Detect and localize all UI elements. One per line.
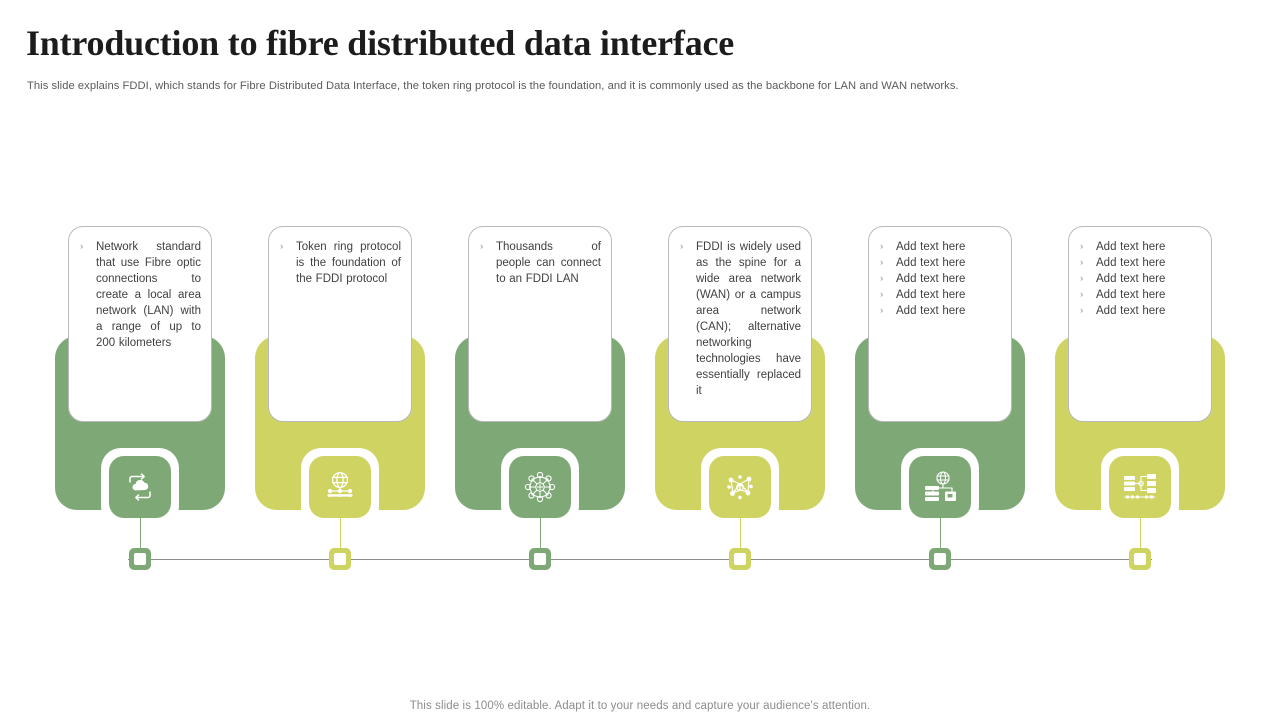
connector-stem bbox=[339, 518, 341, 559]
list-item[interactable]: › Add text here bbox=[878, 287, 1001, 303]
chevron-right-icon: › bbox=[80, 241, 84, 252]
timeline-marker-6[interactable] bbox=[1129, 548, 1151, 570]
icon-badge-3[interactable] bbox=[509, 456, 571, 518]
icon-badge-6[interactable] bbox=[1109, 456, 1171, 518]
text-card[interactable]: › Thousands of people can connect to an F… bbox=[468, 226, 612, 422]
list-item[interactable]: › Add text here bbox=[1078, 239, 1201, 255]
connector-stem bbox=[1139, 518, 1141, 559]
list-item[interactable]: › FDDI is widely used as the spine for a … bbox=[678, 239, 801, 399]
list-item-label: Add text here bbox=[896, 241, 966, 253]
chevron-right-icon: › bbox=[1080, 289, 1084, 300]
timeline-marker-core bbox=[1134, 553, 1146, 565]
text-card[interactable]: › Token ring protocol is the foundation o… bbox=[268, 226, 412, 422]
list-item-label: Thousands of people can connect to an FD… bbox=[496, 241, 601, 285]
process-column-3[interactable]: › Thousands of people can connect to an F… bbox=[440, 0, 640, 720]
timeline-marker-core bbox=[134, 553, 146, 565]
process-column-1[interactable]: › Network standard that use Fibre optic c… bbox=[40, 0, 240, 720]
chevron-right-icon: › bbox=[880, 289, 884, 300]
list-item[interactable]: › Add text here bbox=[1078, 271, 1201, 287]
process-column-5[interactable]: › Add text here › Add text here › Add text he… bbox=[840, 0, 1040, 720]
list-item-label: Add text here bbox=[896, 305, 966, 317]
icon-badge-5[interactable] bbox=[909, 456, 971, 518]
list-item-label: Add text here bbox=[1096, 289, 1166, 301]
timeline-marker-core bbox=[534, 553, 546, 565]
node-cluster-icon bbox=[723, 470, 757, 504]
list-item[interactable]: › Add text here bbox=[878, 303, 1001, 319]
list-item[interactable]: › Token ring protocol is the foundation o… bbox=[278, 239, 401, 287]
timeline-marker-4[interactable] bbox=[729, 548, 751, 570]
list-item[interactable]: › Network standard that use Fibre optic c… bbox=[78, 239, 201, 351]
list-item-label: Add text here bbox=[1096, 273, 1166, 285]
text-card[interactable]: › Network standard that use Fibre optic c… bbox=[68, 226, 212, 422]
chevron-right-icon: › bbox=[280, 241, 284, 252]
text-card[interactable]: › Add text here › Add text here › Add text he… bbox=[868, 226, 1012, 422]
globe-network-icon bbox=[322, 469, 358, 505]
chevron-right-icon: › bbox=[680, 241, 684, 252]
chevron-right-icon: › bbox=[880, 273, 884, 284]
chevron-right-icon: › bbox=[1080, 305, 1084, 316]
chevron-right-icon: › bbox=[1080, 241, 1084, 252]
connector-stem bbox=[539, 518, 541, 559]
cloud-sync-icon bbox=[123, 470, 157, 504]
timeline-marker-2[interactable] bbox=[329, 548, 351, 570]
timeline-marker-core bbox=[934, 553, 946, 565]
list-item-label: Add text here bbox=[896, 273, 966, 285]
timeline-marker-core bbox=[734, 553, 746, 565]
icon-badge-2[interactable] bbox=[309, 456, 371, 518]
timeline-marker-1[interactable] bbox=[129, 548, 151, 570]
text-card[interactable]: › Add text here › Add text here › Add text he… bbox=[1068, 226, 1212, 422]
list-item[interactable]: › Add text here bbox=[1078, 287, 1201, 303]
timeline-marker-5[interactable] bbox=[929, 548, 951, 570]
list-item-label: Add text here bbox=[1096, 241, 1166, 253]
list-item[interactable]: › Add text here bbox=[1078, 255, 1201, 271]
chevron-right-icon: › bbox=[1080, 273, 1084, 284]
list-item-label: FDDI is widely used as the spine for a w… bbox=[696, 241, 801, 397]
server-globe-icon bbox=[921, 469, 959, 505]
footer-note: This slide is 100% editable. Adapt it to… bbox=[409, 700, 871, 712]
connector-stem bbox=[739, 518, 741, 559]
list-item-label: Add text here bbox=[896, 257, 966, 269]
list-item[interactable]: › Add text here bbox=[878, 255, 1001, 271]
list-item[interactable]: › Add text here bbox=[1078, 303, 1201, 319]
timeline-marker-core bbox=[334, 553, 346, 565]
process-column-4[interactable]: › FDDI is widely used as the spine for a … bbox=[640, 0, 840, 720]
process-column-6[interactable]: › Add text here › Add text here › Add text he… bbox=[1040, 0, 1240, 720]
list-item-label: Add text here bbox=[1096, 305, 1166, 317]
connector-stem bbox=[939, 518, 941, 559]
chevron-right-icon: › bbox=[880, 257, 884, 268]
connector-stem bbox=[139, 518, 141, 559]
list-item-label: Add text here bbox=[896, 289, 966, 301]
chevron-right-icon: › bbox=[880, 241, 884, 252]
page-title: Introduction to fibre distributed data i… bbox=[26, 23, 735, 63]
list-item-label: Network standard that use Fibre optic co… bbox=[96, 241, 201, 349]
list-item[interactable]: › Add text here bbox=[878, 239, 1001, 255]
server-rack-network-icon bbox=[1121, 470, 1159, 504]
process-column-2[interactable]: › Token ring protocol is the foundation o… bbox=[240, 0, 440, 720]
mesh-topology-icon bbox=[521, 468, 559, 506]
timeline-rail bbox=[128, 558, 1152, 560]
icon-badge-4[interactable] bbox=[709, 456, 771, 518]
chevron-right-icon: › bbox=[880, 305, 884, 316]
list-item-label: Add text here bbox=[1096, 257, 1166, 269]
icon-badge-1[interactable] bbox=[109, 456, 171, 518]
page-subtitle: This slide explains FDDI, which stands f… bbox=[27, 80, 959, 92]
list-item-label: Token ring protocol is the foundation of… bbox=[296, 241, 401, 285]
list-item[interactable]: › Thousands of people can connect to an F… bbox=[478, 239, 601, 287]
text-card[interactable]: › FDDI is widely used as the spine for a … bbox=[668, 226, 812, 422]
list-item[interactable]: › Add text here bbox=[878, 271, 1001, 287]
chevron-right-icon: › bbox=[480, 241, 484, 252]
chevron-right-icon: › bbox=[1080, 257, 1084, 268]
timeline-marker-3[interactable] bbox=[529, 548, 551, 570]
